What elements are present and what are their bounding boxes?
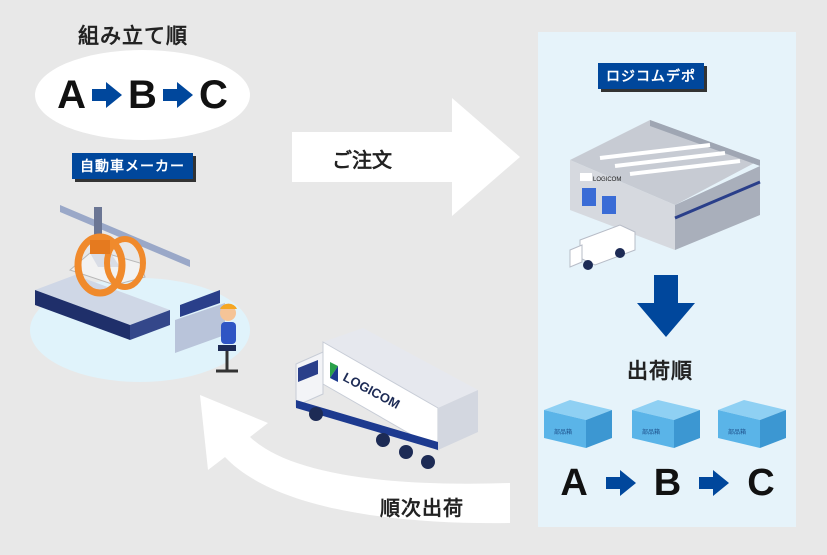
parts-containers: 部品箱 部品箱 部品箱 [544, 400, 786, 448]
manufacturer-label: 自動車メーカー [72, 153, 193, 179]
right-arrow-icon [699, 470, 730, 496]
container-c: 部品箱 [718, 400, 786, 448]
right-arrow-icon [162, 82, 193, 108]
warehouse-illustration: LOGICOM [569, 120, 761, 270]
assembly-item-b: B [128, 72, 157, 117]
dispatch-arrow-icon [200, 395, 510, 524]
right-arrow-icon [92, 82, 123, 108]
assembly-order-title: 組み立て順 [78, 24, 188, 48]
dispatch-label: 順次出荷 [380, 496, 464, 520]
delivery-truck-illustration: LOGICOM [295, 328, 478, 469]
down-arrow-icon [637, 275, 695, 337]
assembly-sequence-ellipse: A B C [35, 50, 250, 140]
order-label: ご注文 [332, 148, 392, 172]
order-arrow-icon [292, 98, 520, 216]
assembly-item-a: A [57, 72, 87, 117]
assembly-item-c: C [198, 72, 228, 117]
shipping-item-b: B [653, 461, 682, 504]
factory-illustration [30, 205, 250, 382]
container-label: 部品箱 [554, 428, 572, 436]
right-arrow-icon [605, 470, 636, 496]
container-b: 部品箱 [632, 400, 700, 448]
warehouse-sign: LOGICOM [593, 177, 621, 183]
shipping-sequence: A B C [555, 458, 780, 508]
container-a: 部品箱 [544, 400, 612, 448]
container-label: 部品箱 [728, 428, 746, 436]
container-label: 部品箱 [642, 428, 660, 436]
shipping-item-a: A [560, 461, 588, 504]
shipping-order-title: 出荷順 [627, 359, 693, 383]
depot-label: ロジコムデポ [598, 63, 704, 89]
shipping-item-c: C [747, 461, 775, 504]
